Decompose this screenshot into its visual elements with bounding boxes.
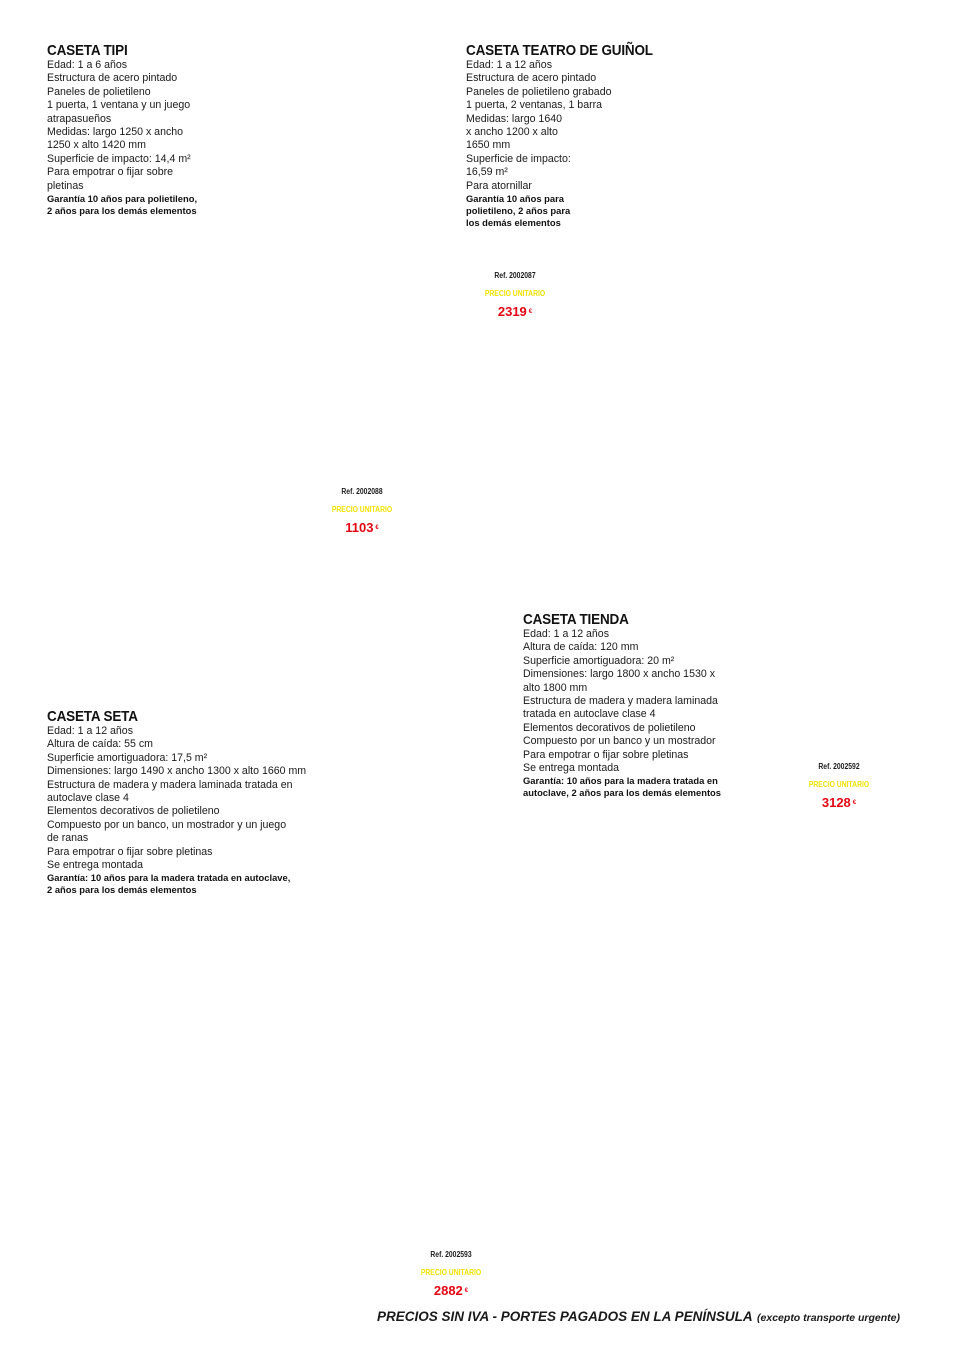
spec-line: Edad: 1 a 12 años — [466, 59, 552, 71]
guarantee-text: Garantía 10 años para polietileno, 2 año… — [47, 193, 197, 217]
product-caseta-teatro-de-guinol: CASETA TEATRO DE GUIÑOL Edad: 1 a 12 año… — [466, 42, 674, 229]
currency-symbol: € — [464, 1288, 469, 1294]
reference-number: Ref. 2002592 — [818, 762, 860, 771]
guarantee-line: los demás elementos — [466, 217, 561, 229]
spec-line: Estructura de madera y madera laminada t… — [47, 778, 293, 791]
product-caseta-seta: CASETA SETA Edad: 1 a 12 años Altura de … — [47, 708, 306, 896]
currency-symbol: € — [852, 800, 857, 806]
spec-line: Estructura de madera y madera laminada — [523, 695, 718, 708]
spec-line: Altura de caída: 120 mm — [523, 641, 639, 654]
spec-line: Estructura de acero pintado — [47, 72, 178, 85]
footer-pricing-note: PRECIOS SIN IVA - PORTES PAGADOS EN LA P… — [300, 1308, 900, 1326]
guarantee-line: 2 años para los demás elementos — [47, 205, 197, 217]
spec-line: Edad: 1 a 12 años — [47, 725, 133, 737]
product-caseta-tienda: CASETA TIENDA Edad: 1 a 12 años Altura d… — [523, 611, 721, 799]
price-amount: 1103 — [345, 520, 374, 535]
price-label: PRECIO UNITARIO — [331, 505, 393, 514]
spec-line: Se entrega montada — [523, 762, 620, 775]
currency-symbol: € — [375, 525, 379, 531]
guarantee-line: Garantía: 10 años para la madera tratada… — [523, 775, 718, 787]
footer-main-text: PRECIOS SIN IVA - PORTES PAGADOS EN LA P… — [377, 1309, 753, 1324]
price-label: PRECIO UNITARIO — [484, 289, 546, 298]
reference-number: Ref. 2002593 — [430, 1250, 472, 1259]
spec-line: Paneles de polietileno — [47, 85, 151, 98]
guarantee-line: polietileno, 2 años para — [466, 205, 571, 217]
spec-line: Medidas: largo 1640 — [466, 112, 562, 125]
spec-list: Edad: 1 a 12 años Estructura de acero pi… — [466, 59, 674, 193]
spec-line: 1250 x alto 1420 mm — [47, 139, 146, 152]
spec-line: tratada en autoclave clase 4 — [523, 708, 656, 721]
spec-line: Superficie amortiguadora: 20 m² — [523, 654, 675, 667]
spec-line: Para empotrar o fijar sobre pletinas — [523, 748, 689, 761]
spec-line: Compuesto por un banco y un mostrador — [523, 735, 716, 748]
price-block-caseta-tipi: Ref. 2002088 PRECIO UNITARIO 1103€ — [302, 487, 422, 535]
spec-line: Estructura de acero pintado — [466, 72, 597, 85]
spec-line: Edad: 1 a 6 años — [47, 59, 128, 71]
spec-line: Elementos decorativos de polietileno — [523, 721, 696, 734]
product-title: CASETA TIENDA — [523, 611, 629, 628]
spec-line: Superficie de impacto: — [466, 152, 571, 165]
price-block-caseta-teatro-de-guinol: Ref. 2002087 PRECIO UNITARIO 2319€ — [455, 271, 575, 319]
spec-line: Elementos decorativos de polietileno — [47, 805, 220, 818]
spec-line: 16,59 m² — [466, 166, 508, 179]
guarantee-line: 2 años para los demás elementos — [47, 884, 197, 896]
price-amount: 2319 — [497, 304, 527, 319]
spec-list: Edad: 1 a 12 años Altura de caída: 55 cm… — [47, 725, 306, 872]
guarantee-text: Garantía 10 años para polietileno, 2 año… — [466, 193, 674, 229]
price-value: 2319€ — [455, 305, 575, 319]
price-label: PRECIO UNITARIO — [808, 780, 870, 789]
spec-line: 1 puerta, 2 ventanas, 1 barra — [466, 99, 603, 112]
spec-line: alto 1800 mm — [523, 681, 588, 694]
guarantee-line: Garantía 10 años para — [466, 193, 564, 205]
spec-line: autoclave clase 4 — [47, 792, 129, 805]
spec-line: Superficie de impacto: 14,4 m² — [47, 152, 191, 165]
spec-line: Superficie amortiguadora: 17,5 m² — [47, 751, 208, 764]
price-value: 3128€ — [779, 796, 899, 810]
product-caseta-tipi: CASETA TIPI Edad: 1 a 6 años Estructura … — [47, 42, 197, 217]
spec-line: Se entrega montada — [47, 859, 144, 872]
footer-note-text: (excepto transporte urgente) — [757, 1312, 900, 1324]
guarantee-text: Garantía: 10 años para la madera tratada… — [47, 872, 306, 896]
spec-line: Paneles de polietileno grabado — [466, 85, 612, 98]
price-amount: 2882 — [433, 1283, 463, 1298]
guarantee-line: autoclave, 2 años para los demás element… — [523, 787, 722, 799]
spec-line: Para empotrar o fijar sobre pletinas — [47, 845, 213, 858]
spec-line: Compuesto por un banco, un mostrador y u… — [47, 818, 287, 831]
spec-line: 1650 mm — [466, 139, 511, 152]
product-title: CASETA SETA — [47, 708, 138, 725]
price-amount: 3128 — [821, 795, 851, 810]
spec-list: Edad: 1 a 12 años Altura de caída: 120 m… — [523, 628, 721, 775]
currency-symbol: € — [528, 309, 533, 315]
spec-line: atrapasueños — [47, 112, 112, 125]
spec-line: Dimensiones: largo 1800 x ancho 1530 x — [523, 668, 715, 681]
spec-line: 1 puerta, 1 ventana y un juego — [47, 99, 191, 112]
spec-line: de ranas — [47, 832, 89, 845]
product-title: CASETA TEATRO DE GUIÑOL — [466, 42, 653, 59]
spec-line: x ancho 1200 x alto — [466, 126, 558, 139]
spec-line: Edad: 1 a 12 años — [523, 628, 609, 640]
price-value: 1103€ — [302, 521, 422, 535]
guarantee-line: Garantía: 10 años para la madera tratada… — [47, 872, 291, 884]
guarantee-text: Garantía: 10 años para la madera tratada… — [523, 775, 721, 799]
reference-number: Ref. 2002088 — [341, 487, 383, 496]
price-label: PRECIO UNITARIO — [420, 1268, 482, 1277]
spec-list: Edad: 1 a 6 años Estructura de acero pin… — [47, 59, 197, 193]
spec-line: Para atornillar — [466, 179, 532, 192]
reference-number: Ref. 2002087 — [494, 271, 536, 280]
spec-line: Medidas: largo 1250 x ancho — [47, 126, 184, 139]
price-block-caseta-seta: Ref. 2002593 PRECIO UNITARIO 2882€ — [391, 1250, 511, 1298]
spec-line: pletinas — [47, 179, 84, 192]
spec-line: Altura de caída: 55 cm — [47, 738, 153, 751]
spec-line: Para empotrar o fijar sobre — [47, 166, 174, 179]
price-block-caseta-tienda: Ref. 2002592 PRECIO UNITARIO 3128€ — [779, 762, 899, 810]
spec-line: Dimensiones: largo 1490 x ancho 1300 x a… — [47, 765, 307, 778]
guarantee-line: Garantía 10 años para polietileno, — [47, 193, 198, 205]
price-value: 2882€ — [391, 1284, 511, 1298]
product-title: CASETA TIPI — [47, 42, 128, 59]
